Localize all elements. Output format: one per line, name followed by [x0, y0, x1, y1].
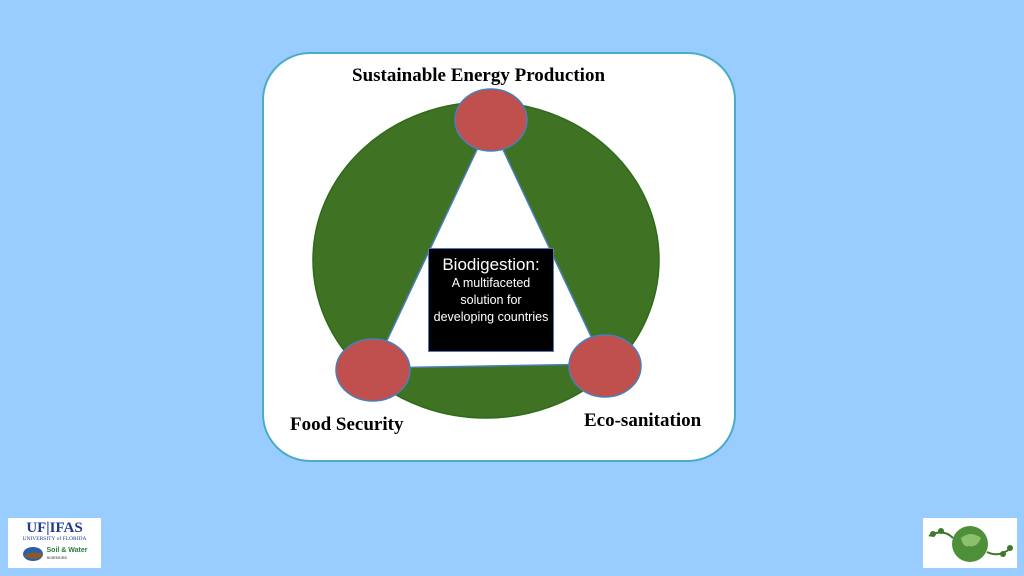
logo-ufifas-text: UF|IFAS	[26, 520, 83, 536]
node-food-security[interactable]	[335, 338, 411, 402]
label-eco-sanitation: Eco-sanitation	[584, 410, 702, 431]
soil-water-icon	[22, 547, 43, 561]
center-box: Biodigestion: A multifaceted solution fo…	[428, 248, 554, 352]
center-title: Biodigestion:	[442, 255, 540, 274]
node-eco-sanitation[interactable]	[568, 334, 642, 398]
logo-sciences-text: SCIENCES	[46, 555, 67, 560]
center-subtitle: A multifaceted solution for developing c…	[433, 276, 549, 324]
logo-uf-text: UNIVERSITY of FLORIDA	[22, 536, 87, 542]
node-energy[interactable]	[454, 88, 528, 152]
logo-soil-water-text: Soil & Water	[46, 547, 88, 554]
label-energy: Sustainable Energy Production	[352, 65, 606, 86]
globe-leaf-icon	[928, 526, 1013, 562]
label-food-security: Food Security	[290, 414, 404, 435]
uf-ifas-logo: UF|IFAS UNIVERSITY of FLORIDA Soil & Wat…	[8, 518, 101, 568]
bioenergy-lab-logo	[923, 518, 1017, 568]
